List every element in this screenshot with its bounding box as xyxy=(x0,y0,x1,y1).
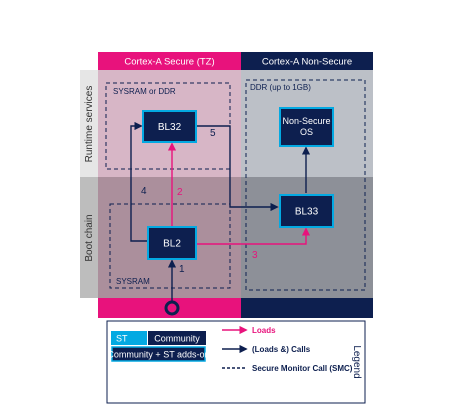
ddr-region xyxy=(245,79,366,291)
row-label-runtime: Runtime services xyxy=(84,86,95,163)
legend-swatch-community xyxy=(148,331,206,345)
ddr-label: DDR (up to 1GB) xyxy=(250,83,311,92)
step-label-5: 5 xyxy=(210,128,216,139)
sysram-or-ddr-label: SYSRAM or DDR xyxy=(113,87,176,96)
column-label-secure: Cortex-A Secure (TZ) xyxy=(124,57,214,68)
legend-calls-label: (Loads &) Calls xyxy=(252,345,311,354)
column-label-nonsecure: Cortex-A Non-Secure xyxy=(262,57,352,68)
node-bl32 xyxy=(142,110,197,143)
node-bl33-label: BL33 xyxy=(295,207,319,218)
legend-st-label: ST xyxy=(116,334,128,344)
step-label-1: 1 xyxy=(179,264,185,275)
legend-swatch-st xyxy=(111,331,147,345)
legend-title: Legend xyxy=(351,345,362,378)
node-bl2-label: BL2 xyxy=(163,239,181,250)
node-nonsecure-os-line2: OS xyxy=(300,127,313,137)
legend-community-label: Community xyxy=(154,334,200,344)
step-label-2: 2 xyxy=(177,187,183,198)
step-label-4: 4 xyxy=(141,186,147,197)
legend-smc-label: Secure Monitor Call (SMC) xyxy=(252,364,353,373)
nonsecure-bottom-bar xyxy=(241,298,373,318)
arrow-bl2-loads-bl33 xyxy=(196,227,311,245)
node-bl2 xyxy=(147,226,197,260)
arrow-bl2-to-bl32-call xyxy=(130,121,148,242)
step-label-3: 3 xyxy=(252,250,258,261)
legend-community-st-label: Community + ST adds-on xyxy=(107,350,209,360)
column-header-secure xyxy=(98,52,241,70)
sysram-label: SYSRAM xyxy=(116,277,150,286)
node-bl32-label: BL32 xyxy=(158,122,182,133)
rom-origin-icon xyxy=(164,300,180,316)
row-label-boot: Boot chain xyxy=(84,214,95,261)
row-header-boot xyxy=(80,177,98,298)
legend-loads-label: Loads xyxy=(252,326,276,335)
arrow-bl32-to-bl33 xyxy=(196,125,279,212)
sysram-region xyxy=(109,203,231,289)
column-header-nonsecure xyxy=(241,52,373,70)
node-bl33 xyxy=(279,194,334,228)
node-nonsecure-os-line1: Non-Secure xyxy=(282,116,330,126)
node-nonsecure-os xyxy=(279,107,334,147)
legend-swatch-community-st xyxy=(111,346,206,362)
row-header-runtime xyxy=(80,70,98,177)
